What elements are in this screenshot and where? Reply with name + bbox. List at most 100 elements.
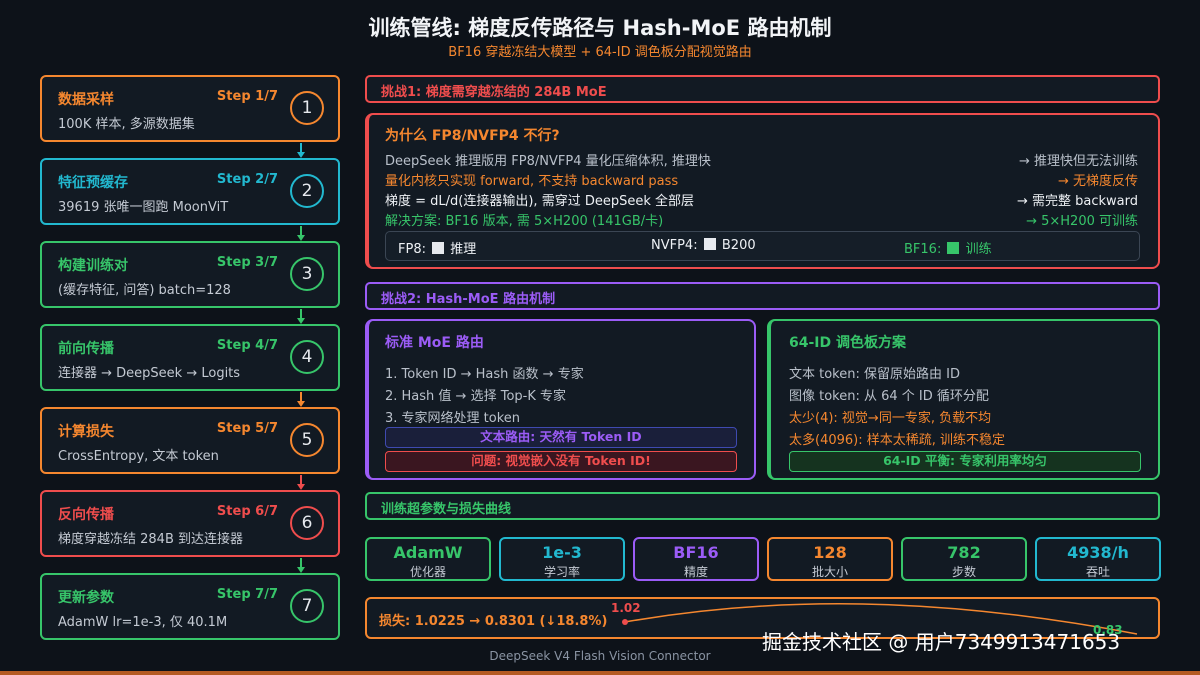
routing-problem-chip: 问题: 视觉嵌入没有 Token ID! xyxy=(385,451,737,472)
metric-label: 批大小 xyxy=(811,565,848,579)
legend-label: NVFP4: xyxy=(651,238,698,253)
legend-swatch-icon xyxy=(703,238,716,250)
step-desc: AdamW lr=1e-3, 仅 40.1M xyxy=(58,615,228,630)
metric-card: 128 批大小 xyxy=(767,537,893,581)
step-card[interactable]: 构建训练对 (缓存特征, 问答) batch=128 Step 3/7 3 xyxy=(40,241,340,308)
down-arrow-icon xyxy=(297,143,305,159)
step-title: 特征预缓存 xyxy=(58,175,128,191)
challenge1-row-right: → 5×H200 可训练 xyxy=(1026,214,1138,229)
step-desc: 100K 样本, 多源数据集 xyxy=(58,117,195,132)
legend-desc: 训练 xyxy=(965,242,992,257)
step-title: 前向传播 xyxy=(58,341,114,357)
legend-item-fp8: FP8: 推理 xyxy=(398,238,476,257)
step-number: Step 3/7 xyxy=(216,255,278,270)
page-title: 训练管线: 梯度反传路径与 Hash-MoE 路由机制 xyxy=(368,16,832,40)
step-number: Step 1/7 xyxy=(216,89,278,104)
step-card[interactable]: 更新参数 AdamW lr=1e-3, 仅 40.1M Step 7/7 7 xyxy=(40,573,340,640)
legend-desc: 推理 xyxy=(450,242,477,257)
down-arrow-icon xyxy=(297,226,305,242)
step-circle: 5 xyxy=(290,423,324,457)
step-number: Step 4/7 xyxy=(216,338,278,353)
challenge1-header-text: 挑战1: 梯度需穿越冻结的 284B MoE xyxy=(381,85,607,100)
step-number: Step 2/7 xyxy=(216,172,278,187)
step-card[interactable]: 数据采样 100K 样本, 多源数据集 Step 1/7 1 xyxy=(40,75,340,142)
challenge1-row-left: DeepSeek 推理版用 FP8/NVFP4 量化压缩体积, 推理快 xyxy=(385,154,711,169)
legend-label: BF16: xyxy=(904,242,942,257)
step-desc: 39619 张唯一图跑 MoonViT xyxy=(58,200,229,215)
challenge1-row-left: 量化内核只实现 forward, 不支持 backward pass xyxy=(385,174,679,189)
metric-card: 782 步数 xyxy=(901,537,1027,581)
legend-swatch-icon xyxy=(947,242,960,254)
metric-label: 学习率 xyxy=(543,565,580,579)
loss-series-line xyxy=(624,603,1138,635)
loss-curve-chart: 1.02 0.83 xyxy=(611,601,1138,637)
metric-value: BF16 xyxy=(673,543,719,562)
balanced-routing-chip: 64-ID 平衡: 专家利用率均匀 xyxy=(789,451,1141,472)
step-title: 计算损失 xyxy=(58,424,114,440)
step-card[interactable]: 计算损失 CrossEntropy, 文本 token Step 5/7 5 xyxy=(40,407,340,474)
step-number: Step 7/7 xyxy=(216,587,278,602)
challenge1-panel: 为什么 FP8/NVFP4 不行? DeepSeek 推理版用 FP8/NVFP… xyxy=(365,113,1160,269)
step-card[interactable]: 反向传播 梯度穿越冻结 284B 到达连接器 Step 6/7 6 xyxy=(40,490,340,557)
challenge1-row-right: → 推理快但无法训练 xyxy=(1018,154,1138,169)
step-card[interactable]: 特征预缓存 39619 张唯一图跑 MoonViT Step 2/7 2 xyxy=(40,158,340,225)
metric-value: AdamW xyxy=(393,543,463,562)
metric-label: 步数 xyxy=(951,565,976,579)
palette-row: 太少(4): 视觉→同一专家, 负载不均 xyxy=(789,411,992,426)
bottom-accent-bar xyxy=(0,671,1200,675)
footer: DeepSeek V4 Flash Vision Connector xyxy=(489,649,711,663)
legend-label: FP8: xyxy=(398,242,426,257)
metric-value: 128 xyxy=(813,543,847,562)
standard-moe-panel: 标准 MoE 路由 1. Token ID → Hash 函数 → 专家 2. … xyxy=(365,319,756,480)
challenge1-row-left: 解决方案: BF16 版本, 需 5×H200 (141GB/卡) xyxy=(385,214,664,229)
step-circle: 1 xyxy=(290,91,324,125)
step-desc: 梯度穿越冻结 284B 到达连接器 xyxy=(58,532,243,547)
palette-row: 文本 token: 保留原始路由 ID xyxy=(789,367,960,382)
metric-label: 优化器 xyxy=(409,565,446,579)
step-desc: 连接器 → DeepSeek → Logits xyxy=(58,366,241,381)
hyper-header-text: 训练超参数与损失曲线 xyxy=(381,502,512,517)
loss-start-label: 1.02 xyxy=(611,601,641,615)
challenge1-panel-title: 为什么 FP8/NVFP4 不行? xyxy=(385,128,560,144)
metric-label: 精度 xyxy=(683,565,708,579)
text-routing-chip: 文本路由: 天然有 Token ID xyxy=(385,427,737,448)
step-title: 反向传播 xyxy=(58,507,114,523)
step-circle: 6 xyxy=(290,506,324,540)
moe-step: 2. Hash 值 → 选择 Top-K 专家 xyxy=(385,389,566,404)
challenge2-header-text: 挑战2: Hash-MoE 路由机制 xyxy=(381,292,556,307)
loss-end-label: 0.83 xyxy=(1093,623,1123,637)
challenge1-row-left: 梯度 = dL/d(连接器输出), 需穿过 DeepSeek 全部层 xyxy=(385,194,694,209)
down-arrow-icon xyxy=(297,475,305,491)
challenge2-header: 挑战2: Hash-MoE 路由机制 xyxy=(365,282,1160,310)
standard-moe-title: 标准 MoE 路由 xyxy=(385,335,484,351)
down-arrow-icon xyxy=(297,392,305,408)
step-circle: 2 xyxy=(290,174,324,208)
step-card[interactable]: 前向传播 连接器 → DeepSeek → Logits Step 4/7 4 xyxy=(40,324,340,391)
step-number: Step 5/7 xyxy=(216,421,278,436)
moe-step: 3. 专家网络处理 token xyxy=(385,411,521,426)
loss-summary: 损失: 1.0225 → 0.8301 (↓18.8%) xyxy=(379,614,608,629)
step-desc: CrossEntropy, 文本 token xyxy=(58,449,219,464)
down-arrow-icon xyxy=(297,558,305,574)
metric-card: 4938/h 吞吐 xyxy=(1035,537,1161,581)
loss-panel: 损失: 1.0225 → 0.8301 (↓18.8%) 1.02 0.83 xyxy=(365,597,1160,639)
legend-item-bf16: BF16: 训练 xyxy=(904,238,992,257)
moe-step: 1. Token ID → Hash 函数 → 专家 xyxy=(385,367,584,382)
palette-row: 太多(4096): 样本太稀疏, 训练不稳定 xyxy=(789,433,1006,448)
challenge1-row-right: → 需完整 backward xyxy=(1016,194,1138,209)
palette-row: 图像 token: 从 64 个 ID 循环分配 xyxy=(789,389,989,404)
legend-desc: B200 xyxy=(721,238,756,253)
metric-card: 1e-3 学习率 xyxy=(499,537,625,581)
metric-label: 吞吐 xyxy=(1085,565,1110,579)
loss-start-point xyxy=(622,619,628,625)
hyper-header: 训练超参数与损失曲线 xyxy=(365,492,1160,520)
metric-value: 4938/h xyxy=(1067,543,1129,562)
challenge1-header: 挑战1: 梯度需穿越冻结的 284B MoE xyxy=(365,75,1160,103)
step-circle: 4 xyxy=(290,340,324,374)
page-subtitle: BF16 穿越冻结大模型 + 64-ID 调色板分配视觉路由 xyxy=(448,45,752,60)
step-circle: 3 xyxy=(290,257,324,291)
palette-scheme-panel: 64-ID 调色板方案 文本 token: 保留原始路由 ID 图像 token… xyxy=(767,319,1160,480)
palette-scheme-title: 64-ID 调色板方案 xyxy=(789,335,906,351)
metric-card: AdamW 优化器 xyxy=(365,537,491,581)
legend-item-nvfp4: NVFP4: B200 xyxy=(651,238,756,253)
